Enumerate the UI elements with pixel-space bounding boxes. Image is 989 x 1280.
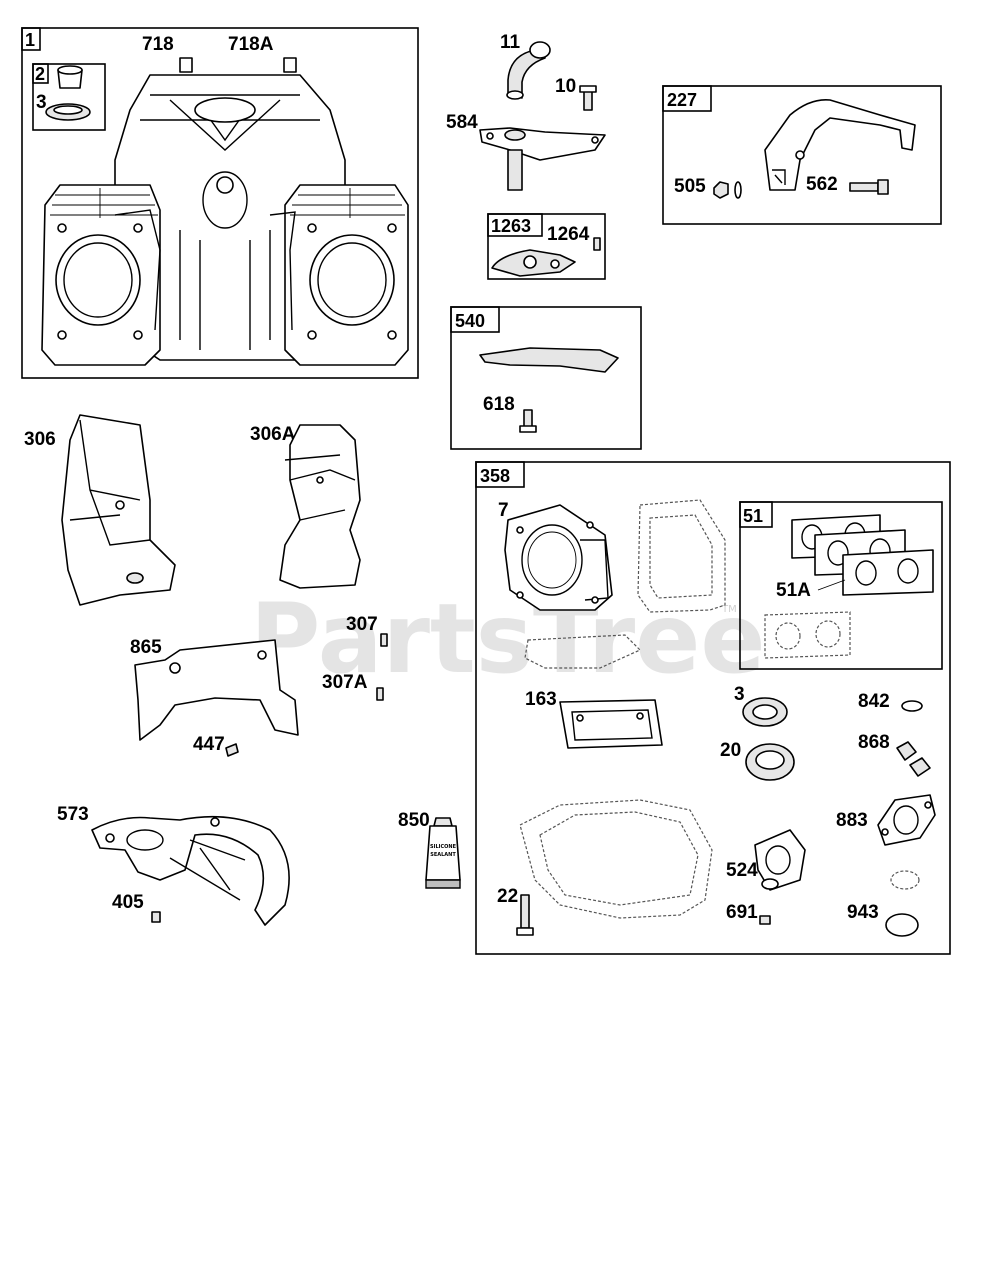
box-540: 540 618 (450, 306, 642, 450)
section-label-2[interactable]: 2 (35, 64, 45, 84)
callout-718A[interactable]: 718A (228, 34, 274, 55)
callout-691[interactable]: 691 (726, 902, 758, 923)
callout-868[interactable]: 868 (858, 732, 890, 753)
callout-584[interactable]: 584 (446, 112, 478, 133)
callout-20[interactable]: 20 (720, 740, 741, 761)
callout-3-oil-seal[interactable]: 3 (734, 684, 745, 705)
group-baffle: 307 307A 865 447 (130, 614, 388, 757)
box-1: 1 2 3 718 718A (21, 27, 419, 379)
callout-3-seal[interactable]: 3 (36, 92, 47, 113)
callout-1264[interactable]: 1264 (547, 224, 590, 245)
callout-718[interactable]: 718 (142, 34, 174, 55)
box-227: 227 505 562 (662, 85, 942, 225)
section-label-1263[interactable]: 1263 (491, 216, 531, 236)
callout-405[interactable]: 405 (112, 892, 144, 913)
callout-307A[interactable]: 307A (322, 672, 368, 693)
callout-850[interactable]: 850 (398, 810, 430, 831)
sealant-label-line1: SILICONE (430, 844, 457, 850)
group-breather: 11 10 584 (446, 32, 606, 191)
callout-865[interactable]: 865 (130, 637, 162, 658)
box-358: 358 7 51 51A 163 3 (475, 461, 951, 955)
callout-307[interactable]: 307 (346, 614, 378, 635)
group-blower-housing: 573 405 (57, 804, 290, 926)
callout-306A[interactable]: 306A (250, 424, 296, 445)
callout-943[interactable]: 943 (847, 902, 879, 923)
callout-51A[interactable]: 51A (776, 580, 811, 601)
callout-562[interactable]: 562 (806, 174, 838, 195)
section-label-540[interactable]: 540 (455, 311, 485, 331)
callout-10[interactable]: 10 (555, 76, 576, 97)
callout-163[interactable]: 163 (525, 689, 557, 710)
group-shrouds: 306 306A (24, 414, 361, 606)
box-1263: 1263 1264 (487, 213, 606, 280)
section-label-227[interactable]: 227 (667, 90, 697, 110)
watermark: PartsTree (250, 583, 765, 695)
callout-842[interactable]: 842 (858, 691, 890, 712)
callout-447[interactable]: 447 (193, 734, 225, 755)
callout-883[interactable]: 883 (836, 810, 868, 831)
callout-524[interactable]: 524 (726, 860, 758, 881)
section-label-1[interactable]: 1 (25, 30, 35, 50)
callout-618[interactable]: 618 (483, 394, 515, 415)
callout-306[interactable]: 306 (24, 429, 56, 450)
crankcase-drawing (41, 74, 409, 366)
callout-7[interactable]: 7 (498, 500, 509, 521)
watermark-tm: TM (721, 604, 737, 615)
section-label-51[interactable]: 51 (743, 506, 763, 526)
callout-11[interactable]: 11 (500, 32, 521, 53)
group-sealant: 850 SILICONE SEALANT (398, 810, 461, 889)
section-label-358[interactable]: 358 (480, 466, 510, 486)
callout-505[interactable]: 505 (674, 176, 706, 197)
sealant-label-line2: SEALANT (430, 852, 456, 858)
callout-22[interactable]: 22 (497, 886, 518, 907)
callout-573[interactable]: 573 (57, 804, 89, 825)
